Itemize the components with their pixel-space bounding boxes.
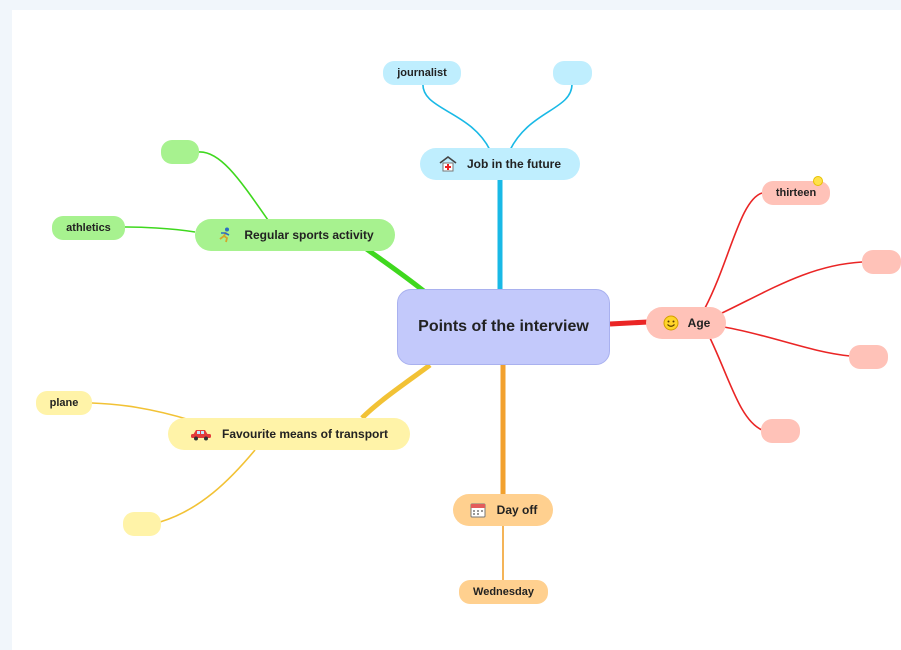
- leaf-wednesday[interactable]: Wednesday: [459, 580, 548, 604]
- branch-transport-label: Favourite means of transport: [221, 427, 389, 441]
- leaf-transport-blank[interactable]: [123, 512, 161, 536]
- leaf-athletics[interactable]: athletics: [52, 216, 125, 240]
- connector-center-age: [609, 319, 649, 327]
- center-topic-label: Points of the interview: [418, 318, 589, 335]
- canvas-top-strip: [0, 0, 901, 10]
- connector-transport-blank: [159, 449, 256, 523]
- connector-age-blank-2: [723, 326, 851, 357]
- branch-sports-label: Regular sports activity: [244, 228, 374, 242]
- car-icon: [190, 425, 212, 443]
- connector-job-blank: [509, 83, 573, 151]
- smiley-icon: [662, 314, 680, 332]
- marker-dot: [813, 176, 823, 186]
- canvas-left-strip: [0, 0, 12, 650]
- connector-center-sports: [363, 245, 427, 294]
- leaf-sports-blank[interactable]: [161, 140, 199, 164]
- leaf-athletics-label: athletics: [66, 222, 111, 234]
- connector-transport-plane: [91, 402, 191, 421]
- leaf-age-blank-3[interactable]: [761, 419, 800, 443]
- leaf-journalist[interactable]: journalist: [383, 61, 461, 85]
- branch-dayoff-label: Day off: [496, 503, 538, 517]
- leaf-age-blank-2[interactable]: [849, 345, 888, 369]
- connector-job-journalist: [422, 81, 491, 151]
- leaf-plane[interactable]: plane: [36, 391, 92, 415]
- leaf-wednesday-label: Wednesday: [473, 586, 534, 598]
- connector-age-blank-1: [721, 261, 863, 314]
- connector-sports-blank: [197, 151, 269, 221]
- branch-regular-sports-activity[interactable]: Regular sports activity: [195, 219, 395, 251]
- center-topic[interactable]: Points of the interview: [397, 289, 610, 365]
- branch-job-label: Job in the future: [467, 157, 561, 171]
- leaf-job-blank[interactable]: [553, 61, 592, 85]
- connector-age-thirteen: [704, 192, 763, 309]
- connector-sports-athletics: [124, 226, 196, 233]
- branch-age-label: Age: [687, 316, 711, 330]
- hospital-icon: [439, 155, 457, 173]
- branch-favourite-means-of-transport[interactable]: Favourite means of transport: [168, 418, 410, 450]
- leaf-journalist-label: journalist: [397, 67, 447, 79]
- leaf-thirteen[interactable]: thirteen: [762, 181, 830, 205]
- branch-day-off[interactable]: Day off: [453, 494, 553, 526]
- connector-age-blank-3: [709, 337, 763, 431]
- calendar-icon: [469, 501, 487, 519]
- connector-center-transport: [360, 362, 432, 420]
- runner-icon: [216, 226, 234, 244]
- branch-job-in-the-future[interactable]: Job in the future: [420, 148, 580, 180]
- branch-age[interactable]: Age: [646, 307, 726, 339]
- leaf-thirteen-label: thirteen: [775, 187, 817, 199]
- leaf-age-blank-1[interactable]: [862, 250, 901, 274]
- leaf-plane-label: plane: [49, 397, 79, 409]
